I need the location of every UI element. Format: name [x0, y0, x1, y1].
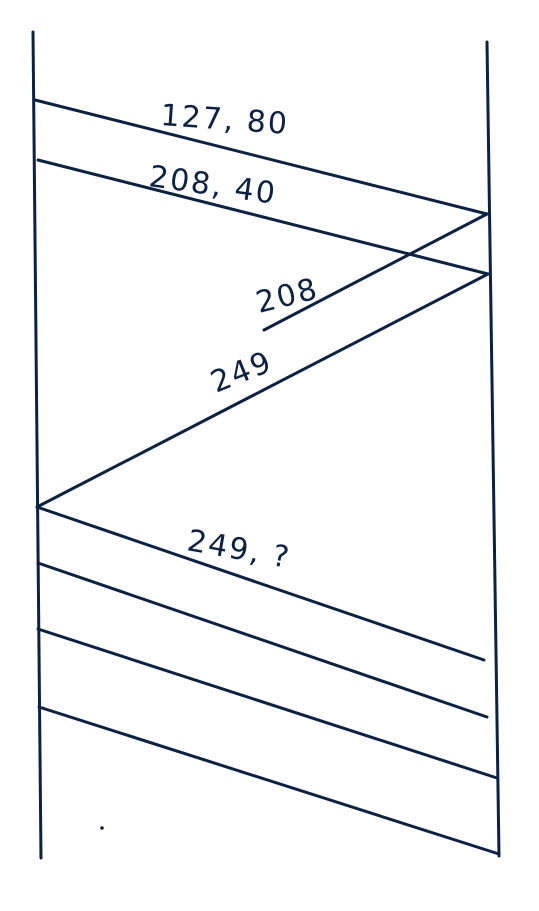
label-208: 208	[252, 271, 322, 320]
ack-line-249	[35, 272, 490, 509]
right-timeline	[485, 40, 501, 858]
segment-line-5	[36, 627, 499, 780]
ack-line-208	[262, 212, 489, 332]
segment-line-249	[35, 505, 486, 662]
left-timeline	[31, 30, 43, 860]
stray-dot	[100, 826, 104, 830]
segment-line-208-40	[36, 158, 490, 276]
segment-line-4	[36, 561, 489, 719]
label-249: 249	[206, 344, 278, 400]
segment-line-127-80	[33, 98, 489, 216]
label-249-question: 249, ?	[185, 523, 294, 576]
segment-line-6	[37, 705, 501, 856]
